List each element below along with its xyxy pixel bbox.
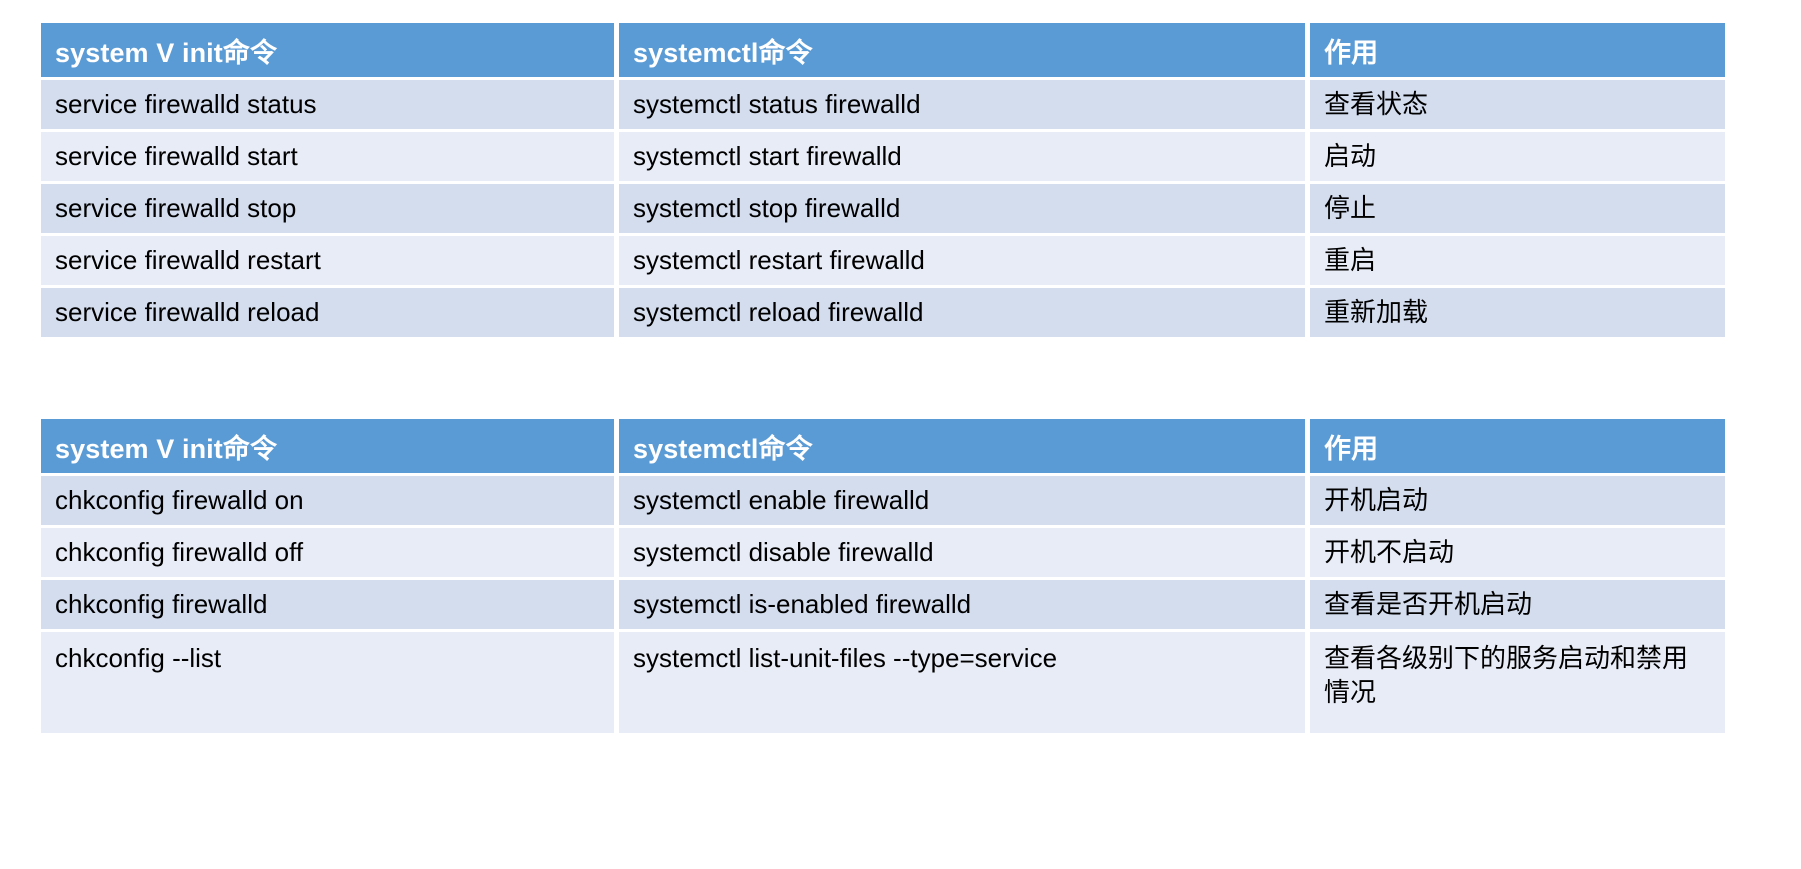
service-control-table: system V init命令 systemctl命令 作用 service f… xyxy=(36,20,1730,340)
cell-purpose: 重新加载 xyxy=(1310,288,1725,337)
cell-systemv: chkconfig --list xyxy=(41,632,614,733)
column-header-purpose: 作用 xyxy=(1310,23,1725,77)
table-header-row: system V init命令 systemctl命令 作用 xyxy=(41,23,1725,77)
cell-purpose: 开机不启动 xyxy=(1310,528,1725,577)
cell-systemv: service firewalld reload xyxy=(41,288,614,337)
cell-purpose: 查看各级别下的服务启动和禁用情况 xyxy=(1310,632,1725,733)
column-header-purpose: 作用 xyxy=(1310,419,1725,473)
cell-purpose: 启动 xyxy=(1310,132,1725,181)
table-header: system V init命令 systemctl命令 作用 xyxy=(41,23,1725,77)
table-row: service firewalld status systemctl statu… xyxy=(41,80,1725,129)
column-header-systemv: system V init命令 xyxy=(41,23,614,77)
cell-systemv: service firewalld restart xyxy=(41,236,614,285)
column-header-systemv: system V init命令 xyxy=(41,419,614,473)
column-header-systemctl: systemctl命令 xyxy=(619,23,1305,77)
cell-purpose: 开机启动 xyxy=(1310,476,1725,525)
cell-systemctl: systemctl enable firewalld xyxy=(619,476,1305,525)
table-row: service firewalld stop systemctl stop fi… xyxy=(41,184,1725,233)
cell-systemv: chkconfig firewalld on xyxy=(41,476,614,525)
cell-systemctl: systemctl stop firewalld xyxy=(619,184,1305,233)
cell-systemv: service firewalld stop xyxy=(41,184,614,233)
table-body: chkconfig firewalld on systemctl enable … xyxy=(41,476,1725,733)
cell-systemctl: systemctl status firewalld xyxy=(619,80,1305,129)
cell-systemv: chkconfig firewalld xyxy=(41,580,614,629)
cell-systemctl: systemctl list-unit-files --type=service xyxy=(619,632,1305,733)
column-header-systemctl: systemctl命令 xyxy=(619,419,1305,473)
cell-systemctl: systemctl reload firewalld xyxy=(619,288,1305,337)
cell-systemctl: systemctl restart firewalld xyxy=(619,236,1305,285)
cell-systemv: chkconfig firewalld off xyxy=(41,528,614,577)
cell-systemv: service firewalld start xyxy=(41,132,614,181)
cell-systemv: service firewalld status xyxy=(41,80,614,129)
cell-systemctl: systemctl start firewalld xyxy=(619,132,1305,181)
service-boot-table: system V init命令 systemctl命令 作用 chkconfig… xyxy=(36,416,1730,736)
cell-systemctl: systemctl disable firewalld xyxy=(619,528,1305,577)
table-row: chkconfig firewalld systemctl is-enabled… xyxy=(41,580,1725,629)
table-body: service firewalld status systemctl statu… xyxy=(41,80,1725,337)
cell-purpose: 查看是否开机启动 xyxy=(1310,580,1725,629)
table-header: system V init命令 systemctl命令 作用 xyxy=(41,419,1725,473)
cell-systemctl: systemctl is-enabled firewalld xyxy=(619,580,1305,629)
table-row: service firewalld start systemctl start … xyxy=(41,132,1725,181)
table-row: chkconfig firewalld on systemctl enable … xyxy=(41,476,1725,525)
table-header-row: system V init命令 systemctl命令 作用 xyxy=(41,419,1725,473)
table-row: service firewalld restart systemctl rest… xyxy=(41,236,1725,285)
table-row: chkconfig --list systemctl list-unit-fil… xyxy=(41,632,1725,733)
table-row: service firewalld reload systemctl reloa… xyxy=(41,288,1725,337)
table-row: chkconfig firewalld off systemctl disabl… xyxy=(41,528,1725,577)
cell-purpose: 查看状态 xyxy=(1310,80,1725,129)
cell-purpose: 停止 xyxy=(1310,184,1725,233)
cell-purpose: 重启 xyxy=(1310,236,1725,285)
